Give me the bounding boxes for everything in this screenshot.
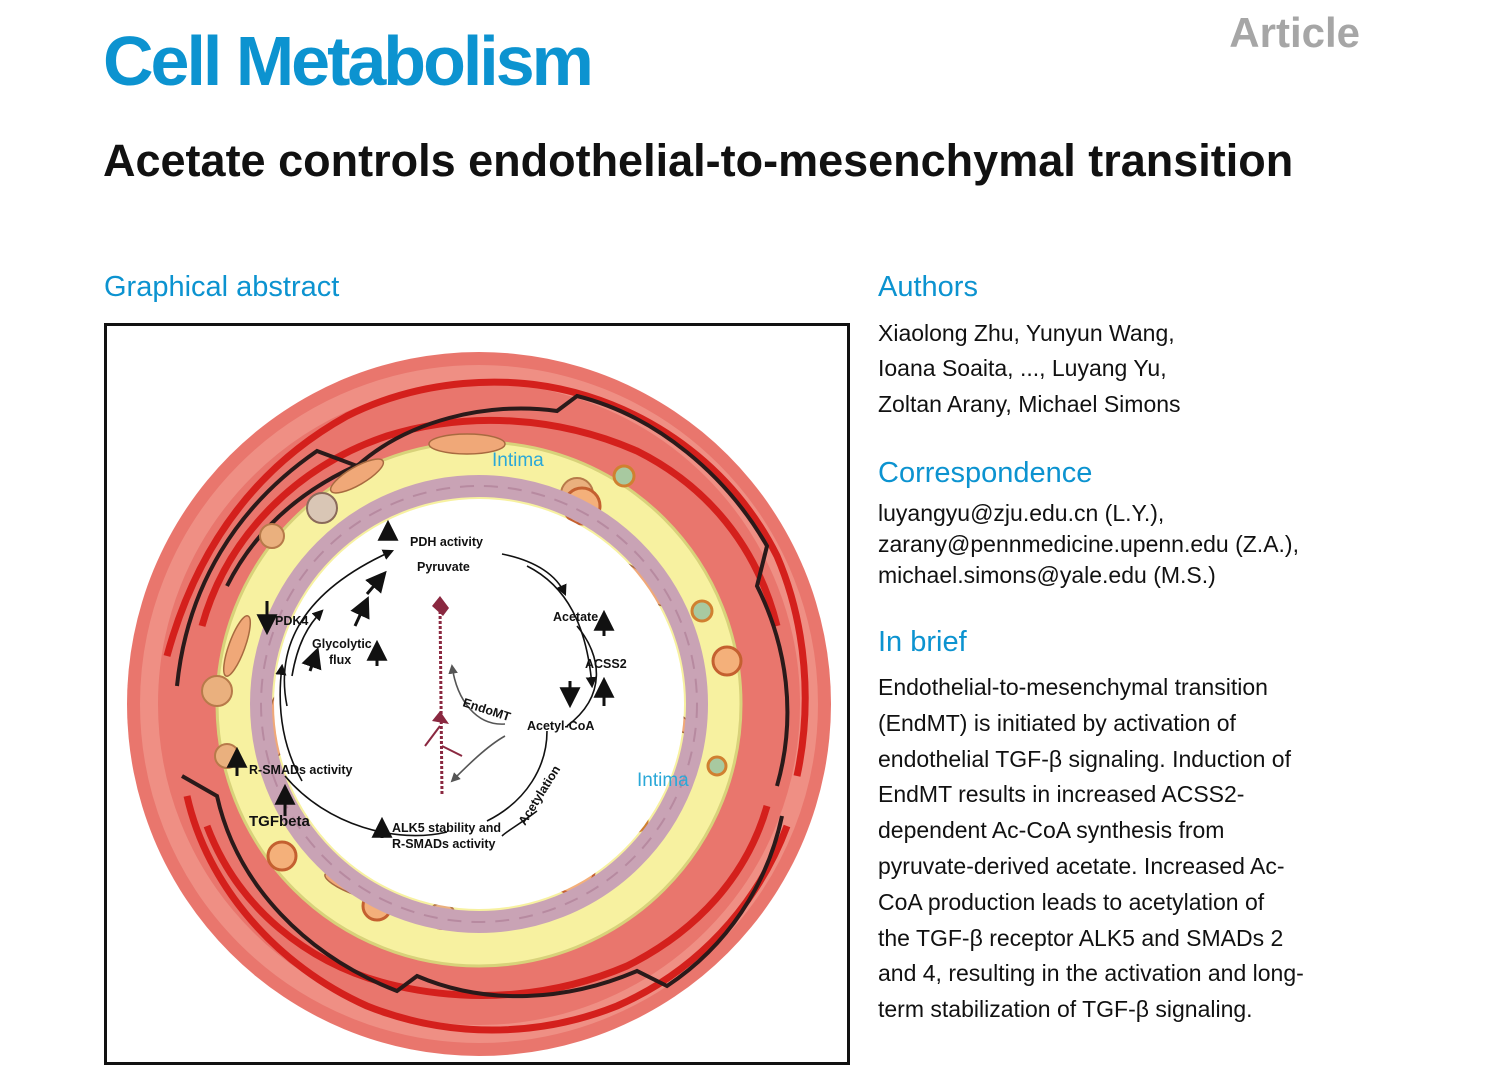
direction-arrows [226, 519, 615, 838]
article-type-label: Article [1229, 9, 1360, 56]
in-brief-line: CoA production leads to acetylation of [878, 888, 1265, 915]
in-brief-line: Endothelial-to-mesenchymal transition [878, 674, 1268, 700]
in-brief-line: EndMT results in increased ACSS2- [878, 781, 1245, 808]
label-pyruvate: Pyruvate [417, 560, 470, 574]
label-glycolytic-line2: flux [329, 653, 351, 667]
vessel-illustration: Intima Intima [127, 352, 831, 1056]
endomt-cell-drawing [424, 596, 463, 797]
in-brief-heading: In brief [878, 626, 967, 658]
in-brief-line: and 4, resulting in the activation and l… [878, 960, 1304, 987]
correspondence-email-1[interactable]: luyangyu@zju.edu.cn (L.Y.), [878, 500, 1165, 526]
dark-fiber-lines [175, 393, 790, 999]
intima-label-right: Intima [637, 770, 689, 791]
correspondence-email-2[interactable]: zarany@pennmedicine.upenn.edu (Z.A.), [878, 531, 1299, 557]
correspondence-email-3[interactable]: michael.simons@yale.edu (M.S.) [878, 562, 1216, 588]
label-alk5-line2: R-SMADs activity [392, 837, 496, 851]
label-rsmads: R-SMADs activity [249, 763, 353, 777]
journal-name: Cell Metabolism [103, 22, 594, 100]
in-brief-line: dependent Ac-CoA synthesis from [878, 817, 1225, 844]
in-brief-line: (EndMT) is initiated by activation of [878, 709, 1236, 736]
in-brief-line: endothelial TGF-β signaling. Induction o… [878, 745, 1291, 772]
graphical-abstract-heading: Graphical abstract [104, 271, 340, 303]
authors-line-2: Ioana Soaita, ..., Luyang Yu, [878, 355, 1167, 381]
intima-label-top: Intima [492, 450, 544, 471]
label-acss2: ACSS2 [585, 657, 627, 671]
metabolic-cycle-arrows [275, 549, 598, 837]
label-tgfbeta: TGFbeta [249, 813, 310, 830]
authors-heading: Authors [878, 271, 978, 303]
in-brief-line: the TGF-β receptor ALK5 and SMADs 2 [878, 924, 1284, 951]
label-pdh-activity: PDH activity [410, 535, 483, 549]
in-brief-line: pyruvate-derived acetate. Increased Ac- [878, 852, 1285, 879]
label-glycolytic-line1: Glycolytic [312, 637, 372, 651]
label-pdk4: PDK4 [275, 614, 308, 628]
lumen [274, 499, 684, 909]
in-brief-line: term stabilization of TGF-β signaling. [878, 996, 1253, 1023]
in-brief-text: Endothelial-to-mesenchymal transition (E… [878, 670, 1378, 1028]
authors-line-1: Xiaolong Zhu, Yunyun Wang, [878, 320, 1175, 346]
label-acetyl-coa: Acetyl-CoA [527, 719, 594, 733]
authors-line-3: Zoltan Arany, Michael Simons [878, 391, 1181, 417]
label-acetate: Acetate [553, 610, 598, 624]
graphical-abstract-figure: Intima Intima [104, 323, 850, 1065]
correspondence-heading: Correspondence [878, 457, 1093, 489]
paper-title: Acetate controls endothelial-to-mesenchy… [103, 135, 1294, 186]
label-alk5-line1: ALK5 stability and [392, 821, 501, 835]
